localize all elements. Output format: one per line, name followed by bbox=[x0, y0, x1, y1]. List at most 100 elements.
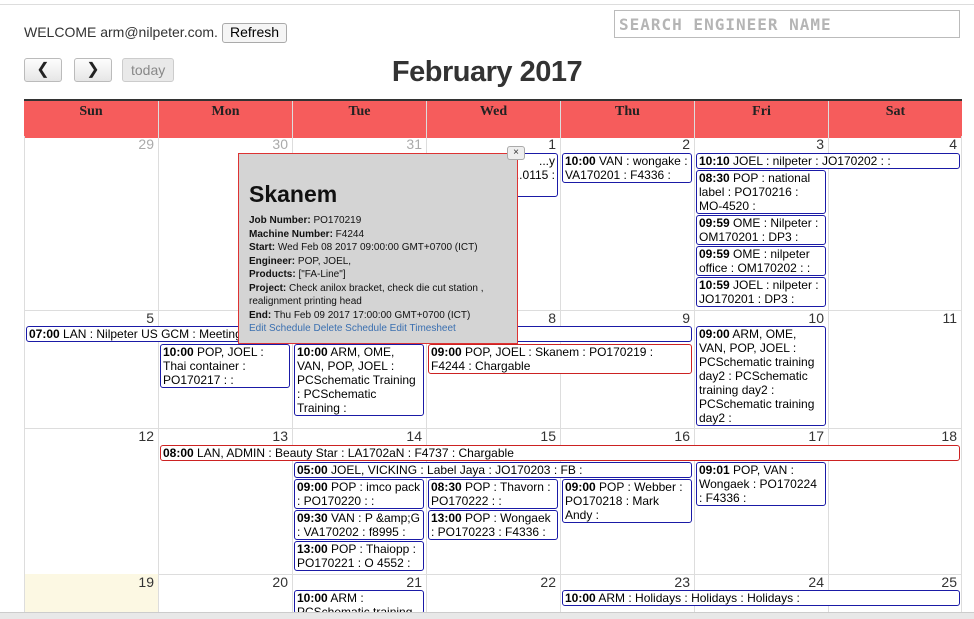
event-time: 05:00 bbox=[297, 463, 328, 477]
event-text: POP : Thavorn : PO170222 : : bbox=[431, 480, 551, 508]
popup-end: End: Thu Feb 09 2017 17:00:00 GMT+0700 (… bbox=[249, 309, 507, 323]
scrollbar-track bbox=[0, 612, 974, 619]
day-number: 21 bbox=[406, 574, 422, 590]
calendar-event[interactable]: 09:59 OME : Nilpeter : OM170201 : DP3 : bbox=[696, 215, 826, 245]
day-number: 23 bbox=[674, 574, 690, 590]
event-time: 10:00 bbox=[297, 591, 328, 605]
day-cell[interactable]: 11 bbox=[828, 310, 962, 428]
day-cell[interactable]: 4 bbox=[828, 136, 962, 310]
day-number: 12 bbox=[138, 428, 154, 444]
calendar-event[interactable]: 10:00 POP, JOEL : Thai container : PO170… bbox=[160, 344, 290, 388]
day-number: 10 bbox=[808, 310, 824, 326]
day-number: 18 bbox=[941, 428, 957, 444]
event-time: 09:00 bbox=[699, 327, 730, 341]
day-number: 5 bbox=[146, 310, 154, 326]
calendar-event[interactable]: 09:00 POP : imco pack : PO170220 : : bbox=[294, 479, 424, 509]
popup-value: Thu Feb 09 2017 17:00:00 GMT+0700 (ICT) bbox=[271, 309, 471, 321]
calendar-event[interactable]: 13:00 POP : Wongaek : PO170223 : F4336 : bbox=[428, 510, 558, 540]
event-text: LAN, ADMIN : Beauty Star : LA1702aN : F4… bbox=[193, 446, 514, 460]
day-cell[interactable]: 8 bbox=[426, 310, 560, 428]
event-time: 10:00 bbox=[565, 154, 596, 168]
event-text: OME : Nilpeter : OM170201 : DP3 : bbox=[699, 216, 819, 244]
next-month-button[interactable]: ❯ bbox=[74, 58, 112, 82]
day-cell[interactable]: 23 bbox=[560, 574, 694, 612]
day-cell[interactable]: 3 bbox=[694, 136, 828, 310]
event-text: JOEL : nilpeter : JO170201 : DP3 : bbox=[699, 278, 819, 306]
event-text: POP, VAN : Wongaek : PO170224 : F4336 : bbox=[699, 463, 817, 505]
calendar-event-chargable[interactable]: 09:00 POP, JOEL : Skanem : PO170219 : F4… bbox=[428, 344, 692, 374]
day-cell[interactable]: 17 bbox=[694, 428, 828, 574]
event-time: 08:30 bbox=[431, 480, 462, 494]
calendar-event[interactable]: 09:59 OME : nilpeter office : OM170202 :… bbox=[696, 246, 826, 276]
edit-schedule-link[interactable]: Edit Schedule bbox=[249, 323, 311, 334]
popup-value: Check anilox bracket, check die cut stat… bbox=[249, 282, 484, 308]
day-cell[interactable]: 15 bbox=[426, 428, 560, 574]
popup-title: Skanem bbox=[249, 181, 338, 207]
day-cell[interactable]: 30 bbox=[158, 136, 292, 310]
prev-month-button[interactable]: ❮ bbox=[24, 58, 62, 82]
event-time: 08:30 bbox=[699, 171, 730, 185]
popup-label: Start: bbox=[249, 242, 276, 253]
day-cell[interactable]: 2 bbox=[560, 136, 694, 310]
calendar-event[interactable]: 09:01 POP, VAN : Wongaek : PO170224 : F4… bbox=[696, 462, 826, 506]
search-engineer-input[interactable] bbox=[614, 10, 960, 38]
calendar-event[interactable]: 10:00 ARM : PCSchematic training bbox=[294, 590, 424, 614]
event-time: 07:00 bbox=[29, 327, 60, 341]
calendar-event[interactable]: 09:00 ARM, OME, VAN, POP, JOEL : PCSchem… bbox=[696, 326, 826, 426]
calendar-event[interactable]: 10:59 JOEL : nilpeter : JO170201 : DP3 : bbox=[696, 277, 826, 307]
day-cell[interactable]: 13 bbox=[158, 428, 292, 574]
calendar-event[interactable]: 05:00 JOEL, VICKING : Label Jaya : JO170… bbox=[294, 462, 692, 478]
calendar-event[interactable]: 09:30 VAN : P &amp;G : VA170202 : f8995 … bbox=[294, 510, 424, 540]
event-time: 08:00 bbox=[163, 446, 194, 460]
edit-timesheet-link[interactable]: Edit Timesheet bbox=[389, 323, 456, 334]
day-number: 15 bbox=[540, 428, 556, 444]
calendar-event[interactable]: 10:00 ARM, OME, VAN, POP, JOEL : PCSchem… bbox=[294, 344, 424, 416]
day-cell[interactable]: 20 bbox=[158, 574, 292, 612]
day-cell[interactable]: 29 bbox=[24, 136, 158, 310]
calendar-event-chargable[interactable]: 08:00 LAN, ADMIN : Beauty Star : LA1702a… bbox=[160, 445, 960, 461]
calendar-event[interactable]: 08:30 POP : Thavorn : PO170222 : : bbox=[428, 479, 558, 509]
calendar-event[interactable]: 09:00 POP : Webber : PO170218 : Mark And… bbox=[562, 479, 692, 523]
event-text: ARM : PCSchematic training bbox=[297, 591, 413, 614]
calendar-event[interactable]: 13:00 POP : Thaiopp : PO170221 : O 4552 … bbox=[294, 541, 424, 571]
event-text: VAN : wongake : VA170201 : F4336 : bbox=[565, 154, 688, 182]
weekday-tue: Tue bbox=[292, 101, 426, 138]
delete-schedule-link[interactable]: Delete Schedule bbox=[313, 323, 387, 334]
weekday-sat: Sat bbox=[828, 101, 962, 138]
event-text: POP : Webber : PO170218 : Mark Andy : bbox=[565, 480, 683, 522]
day-number: 11 bbox=[942, 310, 957, 326]
event-time: 09:00 bbox=[565, 480, 596, 494]
day-cell-today[interactable]: 19 bbox=[24, 574, 158, 612]
day-cell[interactable]: 5 bbox=[24, 310, 158, 428]
event-text: ARM, OME, VAN, POP, JOEL : PCSchematic t… bbox=[699, 327, 815, 425]
refresh-button[interactable]: Refresh bbox=[222, 23, 288, 43]
popup-value: POP, JOEL, bbox=[295, 255, 352, 267]
popup-products: Products: ["FA-Line"] bbox=[249, 268, 507, 282]
day-cell[interactable]: 18 bbox=[828, 428, 962, 574]
day-cell[interactable]: 12 bbox=[24, 428, 158, 574]
event-time: 10:00 bbox=[297, 345, 328, 359]
calendar-event[interactable]: 08:30 POP : national label : PO170216 : … bbox=[696, 170, 826, 214]
calendar-event[interactable]: 10:00 ARM : Holidays : Holidays : Holida… bbox=[562, 590, 960, 606]
popup-engineer: Engineer: POP, JOEL, bbox=[249, 255, 507, 269]
day-cell[interactable]: 21 bbox=[292, 574, 426, 612]
today-button[interactable]: today bbox=[122, 58, 175, 82]
weekday-mon: Mon bbox=[158, 101, 292, 138]
calendar-event[interactable]: 10:00 VAN : wongake : VA170201 : F4336 : bbox=[562, 153, 692, 183]
day-cell[interactable]: 16 bbox=[560, 428, 694, 574]
event-time: 09:01 bbox=[699, 463, 730, 477]
day-number: 30 bbox=[272, 136, 288, 152]
close-icon[interactable]: × bbox=[507, 146, 525, 160]
popup-label: Machine Number: bbox=[249, 228, 333, 240]
day-cell[interactable]: 14 bbox=[292, 428, 426, 574]
day-cell[interactable]: 22 bbox=[426, 574, 560, 612]
weekday-header: Sun Mon Tue Wed Thu Fri Sat bbox=[24, 99, 962, 138]
day-number: 24 bbox=[808, 574, 824, 590]
event-text: OME : nilpeter office : OM170202 : : bbox=[699, 247, 811, 275]
day-number: 8 bbox=[548, 310, 556, 326]
calendar-event[interactable]: 10:10 JOEL : nilpeter : JO170202 : : bbox=[696, 153, 960, 169]
event-text: POP, JOEL : Skanem : PO170219 : F4244 : … bbox=[431, 345, 654, 373]
popup-job-number: Job Number: PO170219 bbox=[249, 214, 507, 228]
day-cell[interactable]: 10 bbox=[694, 310, 828, 428]
week-row-3: 12 13 14 15 16 17 18 bbox=[24, 428, 962, 575]
